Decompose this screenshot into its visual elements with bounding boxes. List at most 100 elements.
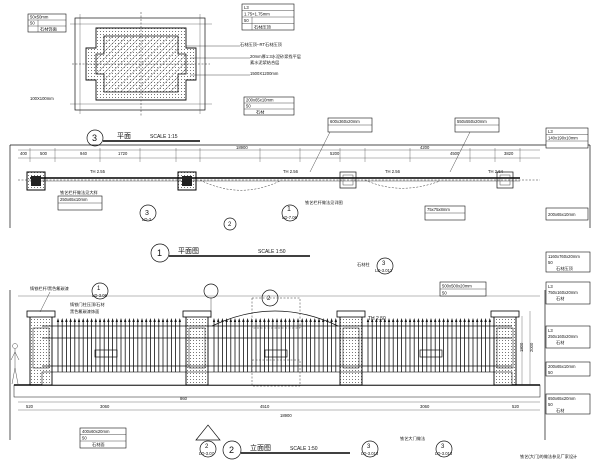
elev-pillar-1 (26, 310, 56, 386)
picket-spear-tip (296, 318, 300, 322)
plan-dim-4: 1720 (118, 151, 128, 156)
elev-rt-4-1: 200x65x10mm (548, 364, 576, 369)
plan-pillar-mid (177, 171, 197, 191)
elev-rt-1-3: 石材压顶 (556, 265, 574, 272)
plan-pillar-right (496, 171, 514, 189)
detail-note-1: 石材压顶--RT石材压顶 (240, 41, 283, 48)
picket-spear-tip (400, 318, 403, 322)
elev-right-bottom-note: 铁艺(大门)的做法参见厂家设计 (520, 453, 577, 460)
elev-rt-2-1: L3 (548, 284, 553, 289)
detail-note-4: 1500X1200mm (250, 71, 279, 76)
elevation-fence-pickets (56, 318, 491, 372)
fence-plan-view: 400 500 940 1720 18900 4200 5200 4500 38… (9, 117, 591, 263)
elev-bottom-left-tag: 400x60x20mm 50 石材面 (79, 427, 127, 449)
plan-right-tag-3: 200x65x10mm (548, 212, 576, 217)
elev-bottom-dims: 520 3060 860 18900 4510 3060 520 (26, 396, 520, 418)
elev-rt-2-3: 石材 (556, 295, 564, 302)
scale-figure (10, 343, 20, 385)
picket-spear-tip (263, 318, 266, 322)
picket-spear-tip (153, 318, 156, 322)
detail-left-tag-line2: 50 (30, 21, 35, 26)
picket-spear-tip (69, 318, 72, 322)
elev-title-text: 立面图 (250, 443, 271, 452)
plan-scale-text: SCALE 1:50 (258, 249, 286, 255)
picket-spear-tip (413, 318, 416, 322)
detail-right-tag-2: 1.75×1.75mm (244, 12, 270, 17)
picket-spear-tip (438, 318, 441, 322)
plan-dim-3: 940 (80, 151, 88, 156)
picket-spear-tip (145, 318, 148, 322)
picket-spear-tip (309, 318, 312, 322)
elev-pillar-3 (336, 310, 366, 386)
picket-spear-tip (86, 318, 89, 322)
elev-rt-5-2: 50 (548, 402, 553, 407)
picket-spear-tip (124, 318, 127, 322)
elev-dim-2: 3060 (100, 404, 110, 409)
detail-left-tag-line3: 石材饰面 (40, 26, 57, 33)
plan-pillar-mid2 (339, 171, 357, 189)
picket-spear-tip (157, 318, 160, 322)
picket-spear-tip (480, 318, 483, 322)
picket-spear-tip (166, 318, 169, 322)
elev-rt-3-2: 250x160x20mm (548, 334, 578, 339)
picket-spear-tip (178, 318, 181, 322)
detail-pillar-section (70, 12, 212, 116)
plan-section-marker-1: 3 LD-3 (139, 204, 157, 222)
detail-marker-number: 3 (92, 133, 97, 143)
plan-callout-top-1: 600x360x20mm (309, 117, 373, 173)
plan-dim-2: 500 (40, 151, 48, 156)
picket-spear-tip (301, 318, 304, 322)
plan-section-marker-3: 2 (223, 217, 237, 231)
picket-spear-tip (73, 318, 76, 322)
plan-right-tags: L3 140x190x10mm 200x65x10mm (545, 127, 589, 221)
picket-spear-tip (387, 318, 391, 322)
picket-spear-tip (136, 318, 139, 322)
elev-dim-3: 860 (180, 396, 188, 401)
picket-spear-tip (459, 318, 462, 322)
elev-pillar-4 (490, 310, 520, 386)
picket-spear-tip (161, 318, 165, 322)
picket-spear-tip (488, 318, 491, 322)
plan-sec-2-num: 1 (287, 206, 291, 213)
elev-height-1: 1800 (519, 342, 524, 352)
picket-spear-tip (107, 318, 110, 322)
plan-th-4: TH 2.64 (488, 169, 504, 174)
picket-spear-tip (288, 318, 291, 322)
plan-dim-6: 5200 (330, 151, 340, 156)
elev-sec-3-num: 2 (267, 296, 271, 302)
elev-scale-text: SCALE 1:50 (290, 446, 318, 452)
picket-spear-tip (463, 318, 466, 322)
detail-left-note-1: 100X100mm (30, 96, 54, 101)
picket-spear-tip (421, 318, 424, 322)
plan-dim-5: 4200 (420, 145, 430, 150)
elev-rt-2-2: 750x160x20mm (548, 290, 578, 295)
plan-th-1: TH 2.55 (90, 169, 106, 174)
picket-spear-tip (408, 318, 412, 322)
detail-left-tag-line1: 50x50mm (30, 15, 49, 20)
plan-sec-1-num: 3 (145, 210, 149, 217)
picket-spear-tip (392, 318, 395, 322)
elev-dim-1: 520 (26, 404, 34, 409)
picket-spear-tip (383, 318, 386, 322)
picket-spear-tip (229, 318, 232, 322)
picket-spear-tip (140, 318, 144, 322)
elev-sec-5-sheet: LD-3.07 (199, 451, 215, 456)
elev-sec-1-num: 1 (97, 286, 101, 292)
elev-small-tag-2: 50 (442, 291, 447, 296)
picket-spear-tip (442, 318, 445, 322)
picket-spear-tip (305, 318, 308, 322)
detail-note-3: 素水泥浆结合层 (250, 59, 279, 66)
elev-height-2: 2000 (529, 342, 534, 352)
picket-spear-tip (471, 318, 475, 322)
picket-spear-tip (94, 318, 97, 322)
picket-spear-tip (379, 318, 382, 322)
plan-marker-number: 1 (157, 248, 162, 258)
picket-spear-tip (271, 318, 274, 322)
picket-spear-tip (366, 318, 370, 322)
detail-bottom-tag-1: 200x65x10mm (246, 98, 274, 103)
plan-callout-bottom-right: 75x75x8mm (424, 205, 466, 221)
elev-dim-5: 3060 (420, 404, 430, 409)
elev-small-tag-1: 500x500x20mm (442, 284, 472, 289)
elev-left-note-2: 铸铁门柱压顶/石材 (70, 301, 105, 308)
detail-note-2: 20mm厚1:3水泥砂浆找平层 (250, 53, 301, 60)
